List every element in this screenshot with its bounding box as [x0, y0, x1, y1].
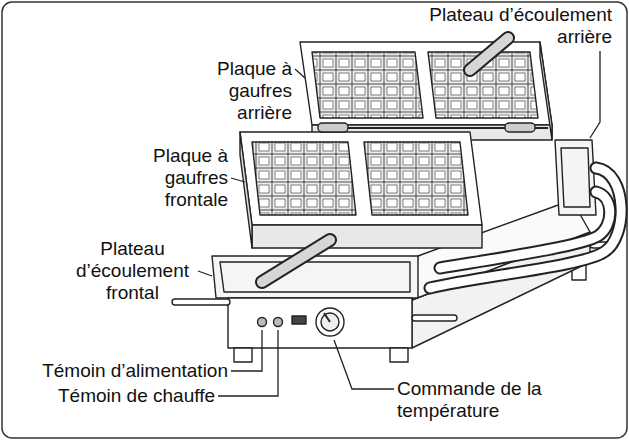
- part-label: Témoin d’alimentation: [18, 360, 228, 382]
- front-plate-side: [240, 132, 252, 248]
- rear-plate-side: [540, 42, 552, 140]
- front-handle: [262, 240, 330, 282]
- front-plate-top: [240, 132, 482, 225]
- front-plate-front: [252, 225, 482, 248]
- rear-waffle-grid: [312, 52, 423, 118]
- front-waffle-grid: [364, 142, 468, 215]
- rod: [172, 299, 230, 305]
- leg: [234, 348, 252, 362]
- front-drip-tray-rim: [220, 262, 410, 292]
- part-label: Plateau d’écoulement arrière: [397, 4, 612, 48]
- part-label: Plaque à gaufres arrière: [182, 58, 292, 124]
- front-handle: [262, 240, 330, 282]
- drain-pipe: [440, 192, 610, 268]
- hinge: [318, 123, 348, 132]
- control-panel: [228, 298, 412, 348]
- rear-handle: [470, 38, 508, 70]
- leg: [390, 348, 408, 362]
- leader-line: [231, 330, 262, 371]
- leader-line: [295, 69, 305, 78]
- temperature-knob: [316, 308, 344, 336]
- part-label: Commande de la température: [397, 378, 577, 422]
- rear-drip-tray: [555, 140, 596, 215]
- machine-drawing: [172, 38, 621, 362]
- drain-pipe: [430, 168, 621, 288]
- rear-plate-top: [300, 42, 552, 125]
- leader-line: [198, 271, 212, 276]
- part-label: Plaque à gaufres frontale: [118, 145, 228, 211]
- leader-line: [334, 340, 394, 389]
- part-label: Témoin de chauffe: [15, 385, 215, 407]
- leader-line: [590, 51, 600, 138]
- rear-handle: [470, 38, 508, 70]
- power-light: [258, 318, 267, 327]
- rod: [412, 315, 457, 321]
- rear-drip-tray-rim: [561, 148, 590, 207]
- front-drip-tray: [212, 256, 418, 298]
- temperature-knob: [321, 313, 339, 331]
- part-label: Plateau d’écoulement frontal: [70, 238, 195, 304]
- leader-line: [231, 178, 245, 182]
- hinge: [505, 123, 535, 132]
- knob-pointer: [324, 313, 330, 322]
- drain-pipe: [430, 168, 621, 288]
- front-waffle-grid: [252, 142, 356, 215]
- heat-light: [274, 318, 283, 327]
- drain-pipe: [440, 192, 610, 268]
- name-plate: [292, 316, 306, 324]
